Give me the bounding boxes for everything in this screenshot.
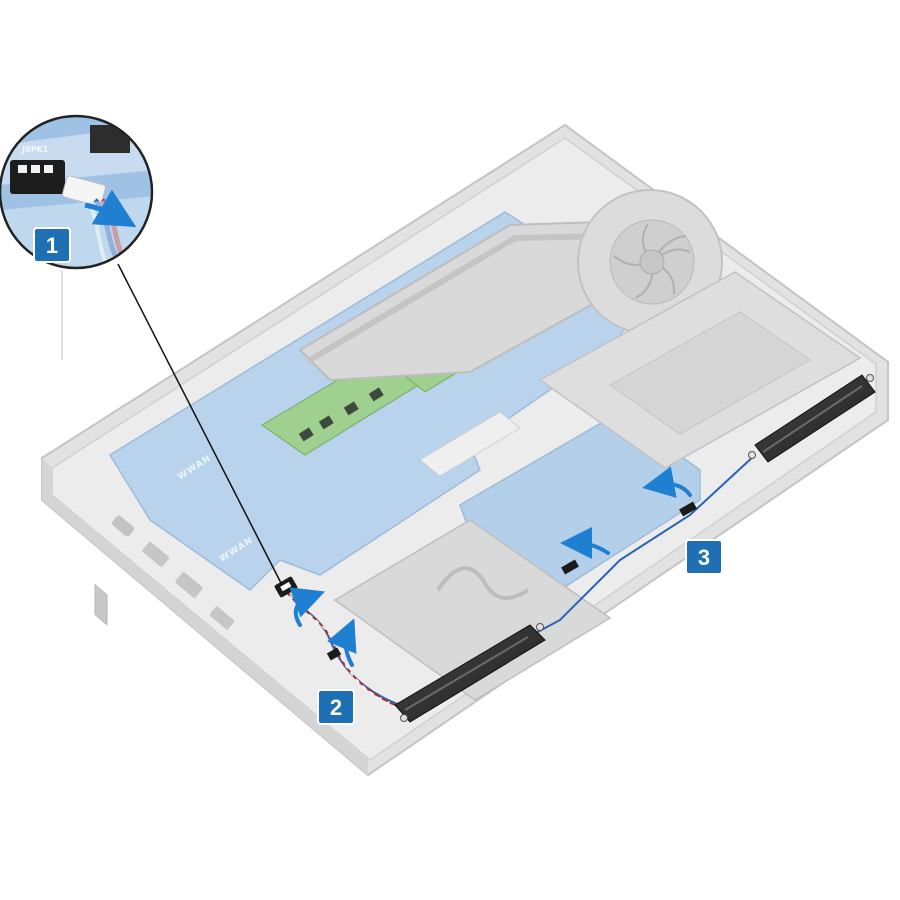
step-2-label: 2 xyxy=(330,695,342,720)
side-ports xyxy=(94,583,108,626)
step-number-badge-3 xyxy=(685,539,723,575)
speaker-connector xyxy=(274,576,298,598)
step-3-label: 3 xyxy=(698,545,710,570)
step-number-badge-2 xyxy=(317,689,355,725)
touchpad-cable xyxy=(419,411,521,477)
direction-arrows xyxy=(289,466,692,667)
step-1-label: 1 xyxy=(46,233,58,258)
port-usb-a xyxy=(175,572,203,598)
detail-magnifier-circle: JSPK1 xyxy=(0,114,154,270)
step-number-badge-1 xyxy=(33,227,71,263)
callout-1: 1 xyxy=(33,227,71,263)
thermal-module xyxy=(298,189,723,382)
inset-chip xyxy=(90,125,130,153)
inset-pull-arrow xyxy=(84,189,137,228)
callout-3: 3 xyxy=(685,539,723,575)
battery-cell-panel xyxy=(609,311,811,435)
curved-direction-arrow-3b xyxy=(642,466,692,498)
curved-direction-arrow-2 xyxy=(326,618,357,667)
fan-hub xyxy=(639,249,665,275)
port-sim xyxy=(209,606,235,630)
jspk1-label: JSPK1 xyxy=(21,145,49,154)
battery-area xyxy=(538,271,862,469)
speaker-left xyxy=(394,623,546,723)
curved-direction-arrow-3a xyxy=(560,527,610,560)
touchpad-squiggle xyxy=(436,566,530,600)
chassis-left-edge xyxy=(42,458,368,775)
curved-direction-arrow-connector xyxy=(289,587,326,627)
touchpad-plate xyxy=(333,519,612,701)
port-usb-c xyxy=(111,515,135,537)
callout-2: 2 xyxy=(317,689,355,725)
port-hdmi xyxy=(142,541,169,567)
heat-pipe-line xyxy=(307,233,613,363)
leader-line xyxy=(117,263,283,586)
speaker-right xyxy=(748,374,876,463)
port-usb xyxy=(94,583,108,626)
touchpad-bracket xyxy=(333,411,612,701)
